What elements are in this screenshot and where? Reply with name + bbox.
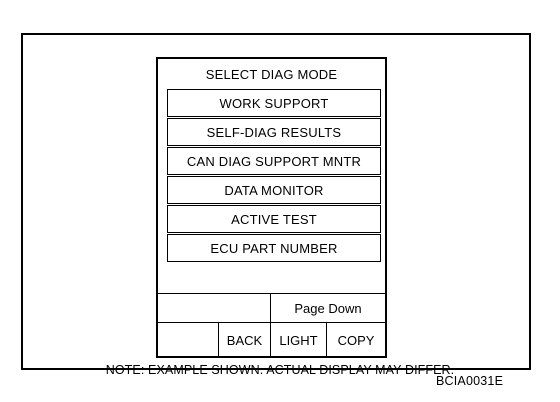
- back-button[interactable]: BACK: [219, 323, 271, 357]
- light-button[interactable]: LIGHT: [271, 323, 327, 357]
- menu-item-work-support[interactable]: WORK SUPPORT: [167, 89, 381, 117]
- figure-code: BCIA0031E: [436, 374, 504, 388]
- menu-item-self-diag-results[interactable]: SELF-DIAG RESULTS: [167, 118, 381, 146]
- toolbar-empty-cell: [158, 323, 219, 357]
- screen-title: SELECT DIAG MODE: [205, 67, 338, 82]
- note-text: NOTE: EXAMPLE SHOWN. ACTUAL DISPLAY MAY …: [105, 363, 455, 377]
- outer-frame: [21, 33, 531, 370]
- menu-item-active-test[interactable]: ACTIVE TEST: [167, 205, 381, 233]
- menu-item-can-diag-support-mntr[interactable]: CAN DIAG SUPPORT MNTR: [167, 147, 381, 175]
- menu-item-data-monitor[interactable]: DATA MONITOR: [167, 176, 381, 204]
- page-down-button[interactable]: Page Down: [271, 294, 385, 323]
- menu-item-ecu-part-number[interactable]: ECU PART NUMBER: [167, 234, 381, 262]
- toolbar-empty-cell: [158, 294, 271, 323]
- diag-screen: SELECT DIAG MODE WORK SUPPORT SELF-DIAG …: [156, 57, 387, 358]
- copy-button[interactable]: COPY: [337, 332, 375, 348]
- screen-toolbar: Page Down BACK LIGHT COPY: [158, 293, 385, 357]
